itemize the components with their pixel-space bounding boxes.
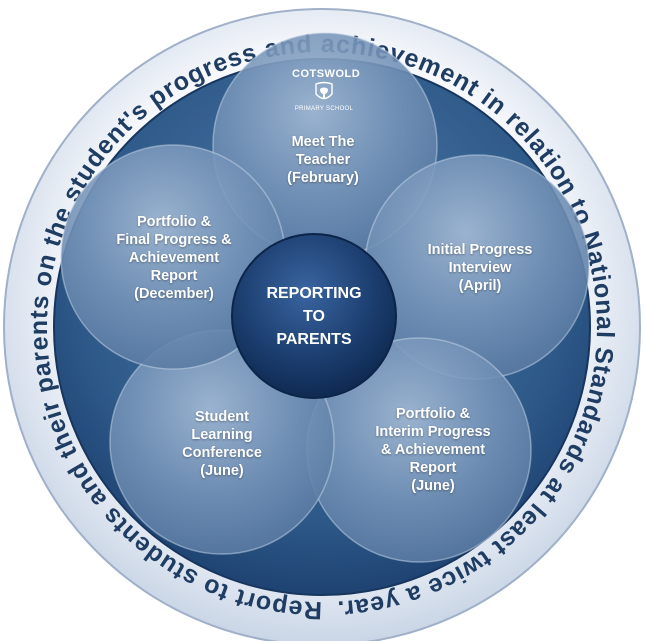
petal-label-bottom-right: Portfolio & Interim Progress & Achieveme… xyxy=(375,406,491,494)
hub-circle xyxy=(231,233,397,399)
logo-school-type: PRIMARY SCHOOL xyxy=(294,106,354,112)
petal-label-top: Meet The Teacher (February) xyxy=(287,134,359,186)
logo-school-name: COTSWOLD xyxy=(292,68,361,80)
petal-label-bottom-left: Student Learning Conference (June) xyxy=(182,409,262,479)
elephant-emblem-icon xyxy=(315,81,333,100)
petal-label-left: Portfolio & Final Progress & Achievement… xyxy=(116,214,232,302)
hub-label: REPORTING TO PARENTS xyxy=(266,285,362,348)
petal-label-right: Initial Progress Interview (April) xyxy=(427,242,533,294)
school-logo: COTSWOLD PRIMARY SCHOOL xyxy=(292,68,361,122)
